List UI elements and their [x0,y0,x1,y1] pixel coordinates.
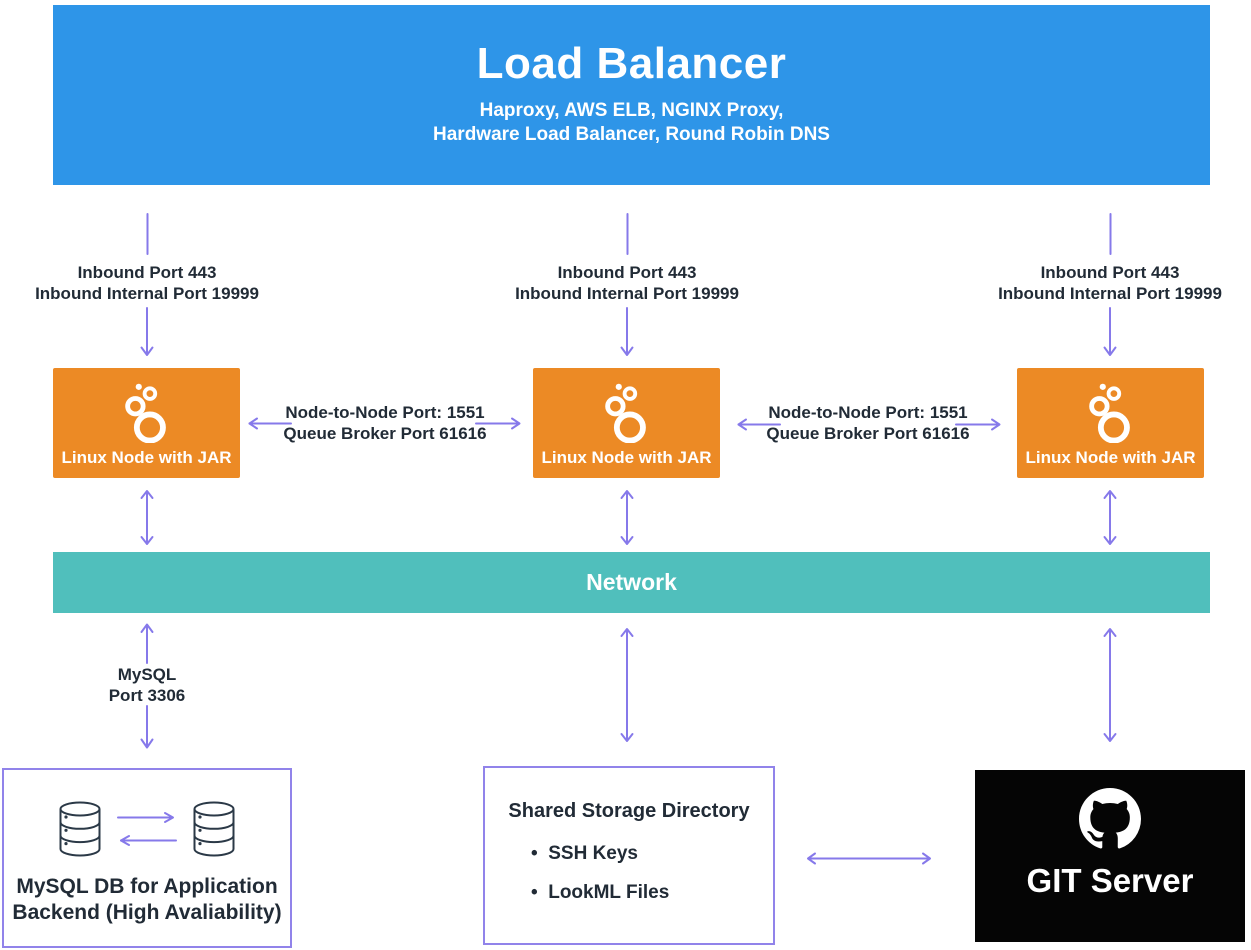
arrow-network-git [1103,628,1117,742]
github-icon [1079,788,1141,849]
shared-storage-list: SSH Keys LookML Files [531,843,773,904]
load-balancer-subtitle-line1: Haproxy, AWS ELB, NGINX Proxy, [479,100,784,121]
arrow-lb-to-node-2 [620,307,634,356]
database-icon [193,801,235,857]
label-line: Inbound Internal Port 19999 [515,284,739,303]
arrow-storage-git [807,852,931,865]
arrow-lb-to-node-3 [1103,307,1117,356]
git-server-label: GIT Server [1026,862,1194,899]
arrow-mysql-down [140,705,154,749]
linux-node-box-3: Linux Node with JAR [1017,368,1204,478]
inbound-ports-label-2: Inbound Port 443 Inbound Internal Port 1… [487,262,767,304]
database-replication-row [4,800,290,858]
label-line: MySQL [117,665,177,684]
arrow-node1-network [140,490,154,545]
load-balancer-subtitle-line2: Hardware Load Balancer, Round Robin DNS [433,124,830,145]
label-line: Queue Broker Port 61616 [766,424,970,443]
node-link-label-1: Node-to-Node Port: 1551 Queue Broker Por… [275,402,495,444]
label-line: Inbound Port 443 [77,263,217,282]
label-line: Backend (High Avaliability) [12,901,282,924]
looker-icon [604,383,646,443]
git-server-box: GIT Server [975,770,1245,942]
label-line: Inbound Internal Port 19999 [35,284,259,303]
network-bar: Network [53,552,1210,613]
database-icon [59,801,101,857]
linux-node-box-1: Linux Node with JAR [53,368,240,478]
label-line: Port 3306 [108,686,186,705]
arrow-to-node-2 [475,417,521,430]
arrow-node3-network [1103,490,1117,545]
label-line: MySQL DB for Application [16,875,278,898]
inbound-ports-label-1: Inbound Port 443 Inbound Internal Port 1… [7,262,287,304]
arrow-mysql-up [140,623,154,664]
arrow-node2-network [620,490,634,545]
looker-icon [124,383,166,443]
lb-stub-line-1 [146,213,149,255]
label-line: Inbound Port 443 [557,263,697,282]
label-line: Queue Broker Port 61616 [283,424,487,443]
linux-node-label: Linux Node with JAR [541,448,712,467]
arrow-replicate-right [117,812,174,823]
lb-stub-line-2 [626,213,629,255]
linux-node-box-2: Linux Node with JAR [533,368,720,478]
arrow-network-storage [620,628,634,742]
label-line: Inbound Internal Port 19999 [998,284,1222,303]
mysql-port-label: MySQL Port 3306 [67,664,227,706]
load-balancer-box: Load Balancer Haproxy, AWS ELB, NGINX Pr… [53,5,1210,185]
list-item: SSH Keys [531,843,773,865]
looker-icon [1088,383,1130,443]
shared-storage-box: Shared Storage Directory SSH Keys LookML… [483,766,775,945]
label-line: Node-to-Node Port: 1551 [768,403,968,422]
arrow-to-node-1 [248,417,292,430]
lb-stub-line-3 [1109,213,1112,255]
linux-node-label: Linux Node with JAR [61,448,232,467]
list-item: LookML Files [531,882,773,904]
arrow-to-node-3 [955,418,1001,431]
label-line: Inbound Port 443 [1040,263,1180,282]
inbound-ports-label-3: Inbound Port 443 Inbound Internal Port 1… [970,262,1250,304]
linux-node-label: Linux Node with JAR [1025,448,1196,467]
mysql-db-caption: MySQL DB for Application Backend (High A… [4,874,290,926]
label-line: Node-to-Node Port: 1551 [285,403,485,422]
arrow-lb-to-node-1 [140,307,154,356]
arrow-replicate-left [120,835,177,846]
load-balancer-title: Load Balancer [476,39,787,88]
mysql-db-box: MySQL DB for Application Backend (High A… [2,768,292,948]
arrow-to-node-2b [737,418,781,431]
shared-storage-title: Shared Storage Directory [508,800,750,822]
node-link-label-2: Node-to-Node Port: 1551 Queue Broker Por… [758,402,978,444]
